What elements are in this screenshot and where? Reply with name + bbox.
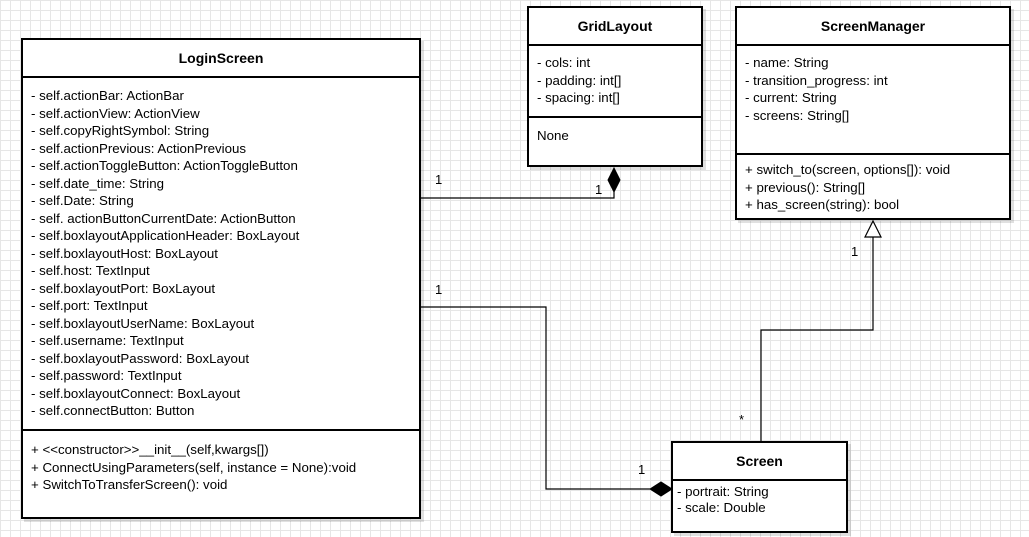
class-name: ScreenManager: [737, 8, 1009, 46]
attribute-row: - self.boxlayoutPassword: BoxLayout: [31, 350, 250, 366]
attribute-row: - self.date_time: String: [31, 175, 165, 191]
screen-manager-class[interactable]: ScreenManager - name: String - transitio…: [735, 6, 1011, 220]
class-name: Screen: [673, 443, 846, 481]
attribute-row: - self.actionView: ActionView: [31, 105, 200, 121]
methods-section: + <<constructor>>__init__(self,kwargs[])…: [23, 431, 419, 498]
login-grid-target-multiplicity: 1: [595, 182, 603, 197]
attributes-section: - name: String - transition_progress: in…: [737, 46, 1009, 155]
attribute-row: - cols: int: [537, 55, 591, 70]
method-row: + has_screen(string): bool: [745, 197, 900, 212]
method-row: + ConnectUsingParameters(self, instance …: [31, 459, 357, 475]
attribute-row: - self.copyRightSymbol: String: [31, 123, 210, 138]
attribute-row: - self.boxlayoutApplicationHeader: BoxLa…: [31, 228, 300, 243]
attribute-row: - self.actionPrevious: ActionPrevious: [31, 140, 247, 156]
attribute-row: - self.boxlayoutConnect: BoxLayout: [31, 385, 241, 401]
attribute-row: - self.connectButton: Button: [31, 403, 195, 418]
attribute-row: - self.Date: String: [31, 193, 134, 208]
method-row: + previous(): String[]: [745, 179, 866, 195]
class-name: LoginScreen: [23, 40, 419, 78]
attribute-row: - name: String: [745, 55, 829, 70]
method-row: None: [537, 128, 569, 143]
login-grid-composition-line: [420, 192, 615, 199]
attributes-section: - cols: int - padding: int[] - spacing: …: [529, 46, 701, 118]
screen-composition-diamond: [649, 481, 673, 497]
attribute-row: - self.boxlayoutHost: BoxLayout: [31, 245, 218, 261]
class-name: GridLayout: [529, 8, 701, 46]
attribute-row: - current: String: [745, 90, 837, 105]
attribute-row: - self.port: TextInput: [31, 298, 148, 313]
attributes-section: - self.actionBar: ActionBar - self.actio…: [23, 78, 419, 431]
screen-class[interactable]: Screen - portrait: String - scale: Doubl…: [671, 441, 848, 533]
attribute-row: - scale: Double: [677, 500, 766, 515]
login-screen-composition-line: [420, 306, 650, 490]
grid-layout-class[interactable]: GridLayout - cols: int - padding: int[] …: [527, 6, 703, 167]
methods-section: + switch_to(screen, options[]): void + p…: [737, 155, 1009, 218]
attribute-row: - portrait: String: [677, 484, 769, 499]
attribute-row: - self. actionButtonCurrentDate: ActionB…: [31, 210, 296, 226]
methods-section: None: [529, 118, 701, 149]
attribute-row: - self.actionBar: ActionBar: [31, 88, 184, 103]
attribute-row: - padding: int[]: [537, 72, 622, 88]
attribute-row: - self.boxlayoutPort: BoxLayout: [31, 280, 216, 296]
login-screen-class[interactable]: LoginScreen - self.actionBar: ActionBar …: [21, 38, 421, 519]
login-screen-source-multiplicity: 1: [435, 282, 443, 297]
attributes-section: - portrait: String - scale: Double: [673, 481, 846, 519]
attribute-row: - transition_progress: int: [745, 72, 888, 88]
login-grid-source-multiplicity: 1: [435, 172, 443, 187]
login-screen-target-multiplicity: 1: [638, 462, 646, 477]
attribute-row: - screens: String[]: [745, 107, 850, 123]
attribute-row: - self.host: TextInput: [31, 263, 150, 278]
grid-composition-diamond: [607, 166, 621, 194]
method-row: + <<constructor>>__init__(self,kwargs[]): [31, 442, 269, 457]
screen-manager-target-multiplicity: 1: [851, 244, 859, 259]
attribute-row: - self.actionToggleButton: ActionToggleB…: [31, 158, 298, 173]
attribute-row: - self.boxlayoutUserName: BoxLayout: [31, 315, 255, 331]
method-row: + SwitchToTransferScreen(): void: [31, 477, 228, 492]
attribute-row: - self.password: TextInput: [31, 368, 182, 383]
generalization-arrowhead: [864, 219, 882, 238]
attribute-row: - self.username: TextInput: [31, 333, 184, 348]
method-row: + switch_to(screen, options[]): void: [745, 162, 951, 177]
screen-manager-generalization-line: [760, 237, 874, 441]
attribute-row: - spacing: int[]: [537, 90, 620, 105]
screen-manager-source-multiplicity: *: [739, 412, 745, 427]
